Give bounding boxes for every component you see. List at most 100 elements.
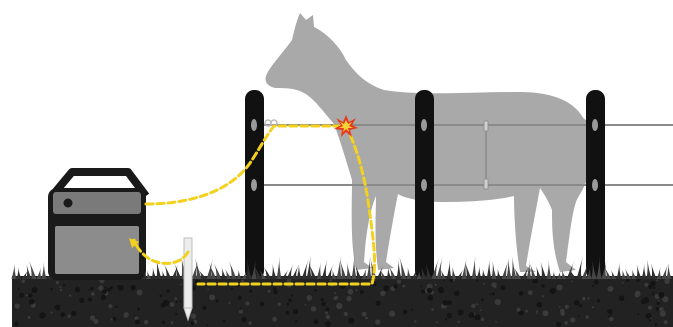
soil-pebble — [170, 321, 174, 325]
soil-pebble — [591, 306, 594, 309]
grass-blade — [161, 270, 167, 279]
soil-pebble — [637, 313, 640, 315]
soil-pebble — [222, 319, 226, 323]
grass-blade — [271, 263, 277, 279]
soil-pebble — [239, 307, 242, 310]
grass-blade — [164, 263, 172, 279]
soil-pebble — [645, 312, 652, 319]
soil-pebble — [59, 288, 62, 292]
soil-pebble — [137, 307, 140, 311]
grass-blade — [521, 265, 530, 279]
soil-pebble — [321, 301, 327, 307]
soil-pebble — [106, 287, 111, 292]
current-path-energizer-to-fence — [144, 124, 348, 206]
grass-blade — [246, 259, 252, 279]
soil-pebble — [179, 300, 182, 303]
soil-pebble — [110, 318, 113, 321]
grass-blade — [366, 256, 372, 279]
grass-blade — [616, 262, 622, 279]
grass-blade — [411, 268, 417, 279]
soil-pebble — [579, 304, 582, 308]
grass-blade — [464, 261, 472, 279]
grass-blade — [651, 263, 657, 279]
soil-pebble — [483, 282, 485, 285]
soil-pebble — [365, 316, 368, 320]
soil-pebble — [98, 285, 104, 291]
grass-blade — [379, 269, 387, 279]
soil-pebble — [655, 307, 660, 311]
soil-pebble — [644, 282, 649, 287]
grass-blade — [281, 269, 289, 279]
grass-blade — [636, 264, 642, 279]
soil-pebble — [380, 290, 386, 296]
soil-pebble — [277, 302, 281, 306]
soil-pebble — [549, 287, 556, 295]
soil-pebble — [348, 317, 355, 324]
soil-pebble — [403, 309, 408, 315]
soil-pebble — [320, 298, 324, 302]
soil-pebble — [91, 292, 95, 296]
soil-pebble — [31, 287, 38, 293]
soil-pebble — [564, 304, 569, 309]
grass-blade — [568, 268, 577, 279]
soil-pebble — [54, 304, 61, 311]
grass-blade — [195, 257, 202, 279]
grass-blade — [416, 270, 422, 279]
energizer-top-panel — [53, 192, 141, 214]
soil-pebble — [343, 311, 348, 317]
grass-blade — [26, 264, 32, 279]
soil-pebble — [101, 289, 107, 295]
soil-pebble — [622, 281, 624, 284]
grass-blade — [399, 256, 407, 279]
soil-pebble — [457, 320, 460, 323]
grass-blade — [224, 268, 232, 279]
soil-pebble — [383, 285, 390, 292]
soil-pebble — [587, 297, 590, 300]
soil-pebble — [304, 303, 306, 306]
soil-pebble — [468, 312, 475, 319]
soil-pebble — [230, 287, 234, 290]
grass-blade — [491, 261, 497, 279]
soil-pebble — [306, 295, 313, 301]
soil-pebble — [443, 279, 445, 282]
soil-pebble — [241, 279, 245, 283]
grass-blade — [198, 269, 207, 279]
soil-pebble — [133, 314, 136, 317]
grass-blade — [11, 263, 17, 279]
grass-blade — [513, 267, 522, 279]
spark — [334, 115, 358, 137]
soil-pebble — [60, 312, 66, 317]
soil-pebble — [426, 287, 433, 294]
soil-pebble — [135, 319, 140, 325]
grass-blade — [355, 264, 362, 279]
soil-pebble — [238, 309, 243, 314]
grass-blade — [556, 270, 562, 279]
grass-blade — [156, 259, 162, 279]
soil-pebble — [570, 317, 576, 323]
grass-blade — [213, 263, 222, 279]
soil-pebble — [104, 286, 107, 289]
grass-blade — [661, 263, 669, 279]
soil-pebble — [293, 308, 299, 315]
grass-blade — [396, 259, 402, 279]
grass-blade — [481, 269, 487, 279]
grass-blade — [340, 260, 347, 279]
grass-blade — [406, 267, 412, 279]
soil-texture — [14, 278, 670, 327]
grass-blade — [346, 262, 352, 279]
soil-pebble — [560, 308, 565, 314]
grass-blade — [253, 265, 262, 279]
soil-pebble — [325, 311, 328, 315]
soil-pebble — [123, 312, 129, 318]
soil-pebble — [14, 303, 20, 309]
soil — [12, 276, 673, 327]
soil-pebble — [447, 300, 453, 305]
insulator — [251, 119, 257, 131]
soil-pebble — [130, 285, 136, 291]
soil-pebble — [593, 279, 599, 285]
soil-pebble — [272, 316, 278, 322]
grass-blade — [36, 267, 42, 279]
soil-pebble — [527, 290, 533, 295]
soil-pebble — [325, 307, 330, 312]
grass-blade — [258, 269, 267, 279]
